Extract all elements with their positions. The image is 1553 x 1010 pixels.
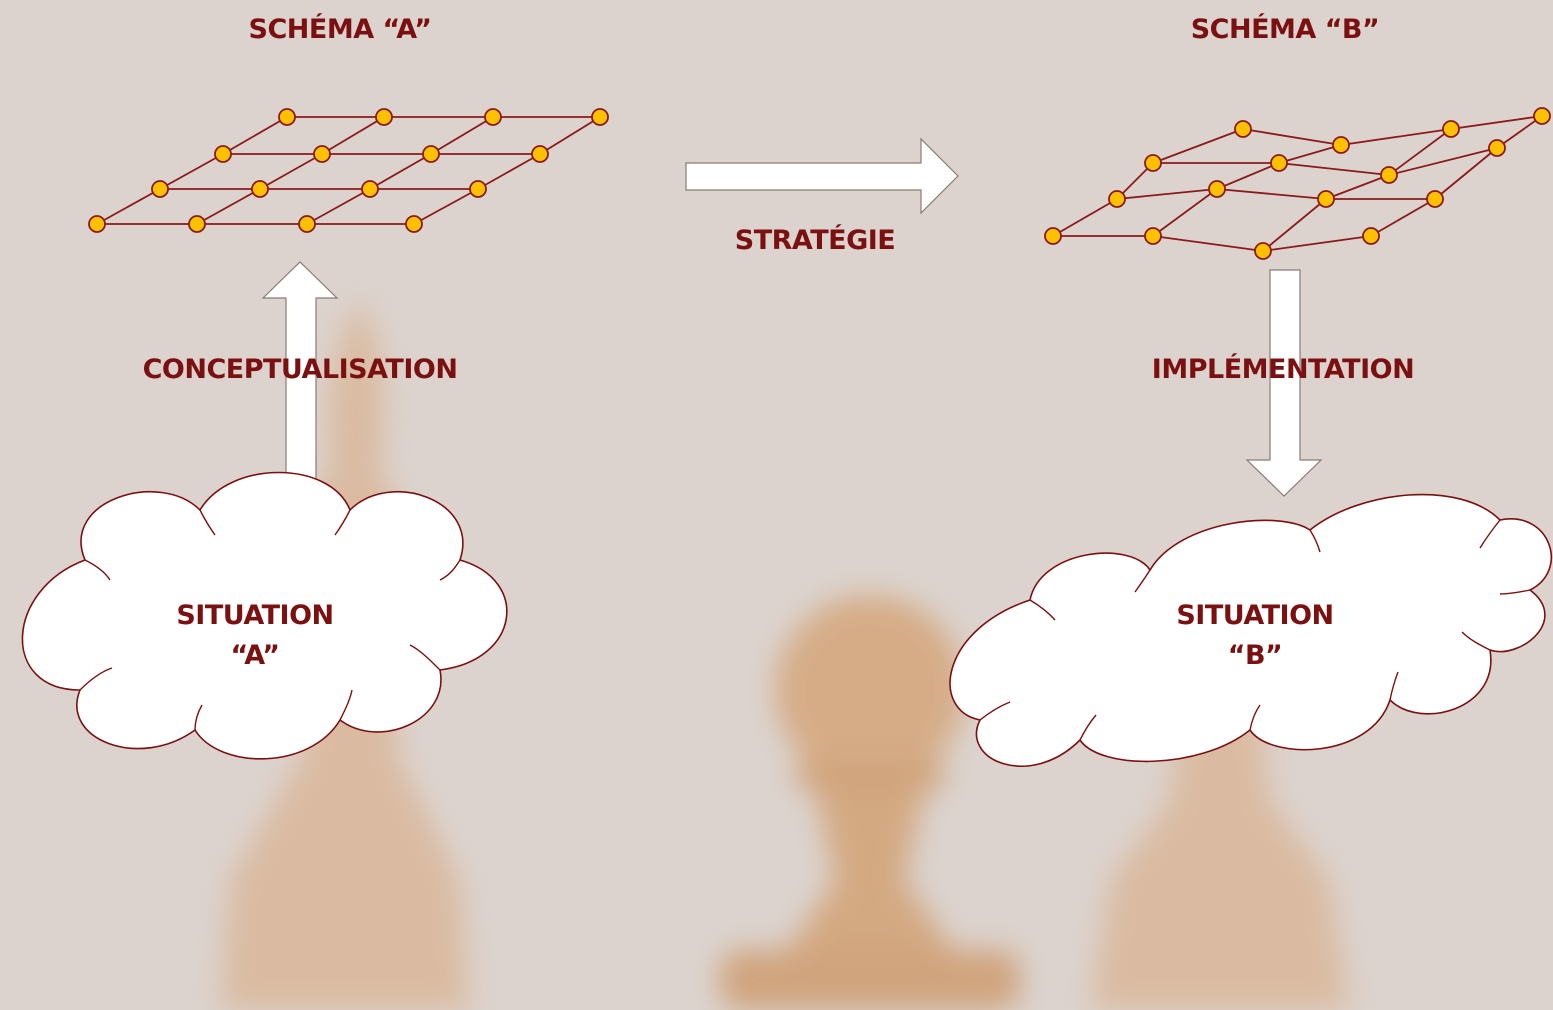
grid-node xyxy=(313,145,331,163)
grid-node xyxy=(484,108,502,126)
situation-a-cloud xyxy=(21,471,508,760)
grid-edge xyxy=(222,116,288,155)
schema-b-grid xyxy=(1044,107,1551,260)
grid-node xyxy=(1254,242,1272,260)
grid-edge xyxy=(1242,128,1342,146)
grid-node xyxy=(1234,120,1252,138)
grid-edge xyxy=(430,116,494,155)
grid-node xyxy=(531,145,549,163)
grid-node xyxy=(1208,180,1226,198)
conceptualisation-arrow xyxy=(261,261,339,488)
grid-node xyxy=(1362,227,1380,245)
grid-edge xyxy=(369,153,432,190)
grid-edge xyxy=(1340,128,1452,146)
grid-node xyxy=(1317,190,1335,208)
grid-node xyxy=(1270,154,1288,172)
schema-a-title: SCHÉMA “A” xyxy=(248,14,432,45)
grid-node xyxy=(375,108,393,126)
grid-edge xyxy=(1388,128,1452,176)
grid-edge xyxy=(1262,198,1327,252)
grid-node xyxy=(151,180,169,198)
grid-node xyxy=(422,145,440,163)
schema-b-edges xyxy=(1052,115,1543,252)
situation-b-line2: “B” xyxy=(1227,640,1283,671)
conceptualisation-label: CONCEPTUALISATION xyxy=(142,354,458,385)
grid-edge xyxy=(1325,174,1390,200)
grid-node xyxy=(361,180,379,198)
grid-edge xyxy=(1052,198,1118,237)
grid-node xyxy=(88,215,106,233)
grid-node xyxy=(1332,136,1350,154)
grid-node xyxy=(1144,227,1162,245)
implementation-label: IMPLÉMENTATION xyxy=(1151,354,1415,385)
situation-b-line1: SITUATION xyxy=(1176,600,1334,631)
grid-edge xyxy=(1152,235,1264,252)
grid-edge xyxy=(196,188,261,225)
situation-b-text: SITUATION “B” xyxy=(1176,596,1334,676)
grid-edge xyxy=(1152,188,1218,237)
schema-b-title: SCHÉMA “B” xyxy=(1190,14,1380,45)
schema-b-nodes xyxy=(1044,107,1551,260)
implementation-arrow xyxy=(1245,269,1323,497)
schema-a-nodes xyxy=(88,108,609,233)
grid-node xyxy=(278,108,296,126)
grid-edge xyxy=(1216,188,1327,200)
grid-node xyxy=(1144,154,1162,172)
strategie-arrow xyxy=(685,137,959,215)
grid-edge xyxy=(321,116,385,155)
grid-node xyxy=(1380,166,1398,184)
grid-edge xyxy=(159,153,224,190)
situation-b-cloud xyxy=(949,493,1553,767)
grid-edge xyxy=(539,116,601,155)
grid-node xyxy=(591,108,609,126)
schema-a-grid xyxy=(88,108,609,233)
strategie-label: STRATÉGIE xyxy=(734,225,896,256)
grid-edge xyxy=(1216,162,1280,190)
grid-edge xyxy=(306,188,371,225)
grid-node xyxy=(1442,120,1460,138)
grid-node xyxy=(298,215,316,233)
grid-edge xyxy=(1450,115,1543,130)
grid-node xyxy=(1044,227,1062,245)
situation-a-text: SITUATION “A” xyxy=(176,596,334,676)
grid-node xyxy=(1488,139,1506,157)
grid-edge xyxy=(1262,235,1372,252)
grid-edge xyxy=(1388,147,1498,176)
grid-node xyxy=(1533,107,1551,125)
grid-edge xyxy=(1370,198,1436,237)
grid-edge xyxy=(1152,128,1244,164)
grid-edge xyxy=(477,153,541,190)
grid-edge xyxy=(1434,147,1498,200)
grid-edge xyxy=(1278,144,1342,164)
grid-node xyxy=(1108,190,1126,208)
grid-node xyxy=(405,215,423,233)
grid-edge xyxy=(413,188,479,225)
grid-node xyxy=(469,180,487,198)
grid-edge xyxy=(96,188,161,225)
situation-a-line1: SITUATION xyxy=(176,600,334,631)
grid-node xyxy=(251,180,269,198)
grid-edge xyxy=(1116,188,1218,200)
grid-edge xyxy=(259,153,323,190)
situation-a-line2: “A” xyxy=(230,640,280,671)
grid-node xyxy=(188,215,206,233)
grid-edge xyxy=(1278,162,1390,176)
grid-edge xyxy=(1496,115,1543,149)
grid-node xyxy=(1426,190,1444,208)
grid-node xyxy=(214,145,232,163)
schema-a-edges xyxy=(96,116,601,225)
